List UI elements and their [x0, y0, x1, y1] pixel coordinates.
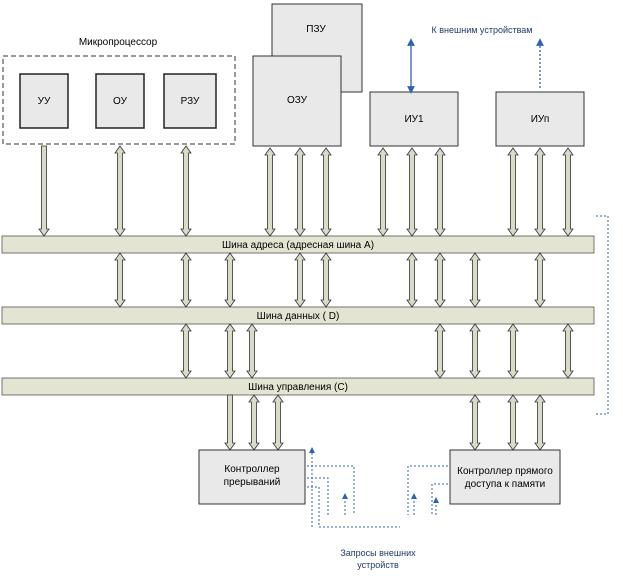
arrow-c-int-2 — [248, 394, 260, 451]
arrow-c-dma-3 — [534, 394, 546, 451]
arrow-iun-address-3 — [562, 147, 574, 237]
data-bus-label: Шина данных ( D) — [257, 311, 340, 322]
requests-line2: устройств — [357, 560, 399, 570]
bus-arrows — [38, 145, 574, 451]
arrow-d-c-4 — [434, 323, 446, 379]
interrupt-controller-line1: Контроллер — [224, 464, 280, 475]
microprocessor-title: Микропроцессор — [79, 37, 158, 48]
block-ou-label: ОУ — [113, 96, 128, 107]
block-ozu — [252, 55, 342, 147]
arrow-a-d-6 — [406, 252, 418, 308]
block-ou — [95, 73, 145, 129]
data-bus — [1, 306, 595, 325]
arrow-a-d-2 — [180, 252, 192, 308]
external-devices-note: К внешним устройствам — [432, 25, 533, 35]
arrow-a-d-1 — [114, 252, 126, 308]
arrow-uu-address — [38, 145, 50, 237]
arrow-c-int-3 — [272, 394, 284, 451]
arrow-a-d-3 — [224, 252, 236, 308]
block-uu-label: УУ — [38, 96, 51, 107]
request-lines — [307, 447, 448, 528]
interrupt-controller — [198, 449, 306, 505]
block-rzu-label: РЗУ — [181, 96, 200, 107]
arrow-ozu-address-3 — [320, 147, 332, 237]
arrow-d-c-3 — [246, 323, 258, 379]
control-bus-label: Шина управления (С) — [248, 382, 348, 393]
arrow-c-dma-2 — [507, 394, 519, 451]
dma-controller-line2: доступа к памяти — [465, 479, 545, 490]
block-uu — [19, 73, 69, 129]
block-iun-label: ИУп — [531, 114, 550, 125]
block-ozu-label: ОЗУ — [287, 95, 308, 106]
address-bus — [1, 235, 595, 254]
arrow-d-c-2 — [224, 323, 236, 379]
arrow-c-int-1 — [224, 394, 236, 451]
arrow-ozu-address-1 — [264, 147, 276, 237]
arrow-d-c-6 — [507, 323, 519, 379]
control-bus — [1, 377, 595, 396]
block-iu1-label: ИУ1 — [404, 114, 424, 125]
address-bus-label: Шина адреса (адресная шина А) — [222, 240, 374, 251]
block-rzu — [163, 73, 217, 129]
dma-controller — [449, 449, 561, 505]
arrow-a-d-5 — [320, 252, 332, 308]
block-iun — [495, 91, 585, 147]
arrow-iu1-address-1 — [377, 147, 389, 237]
arrow-d-c-1 — [180, 323, 192, 379]
arrow-a-d-4 — [294, 252, 306, 308]
requests-line1: Запросы внешних — [340, 548, 416, 558]
arrow-a-d-7 — [434, 252, 446, 308]
arrow-rzu-address — [180, 145, 192, 237]
dma-controller-line1: Контроллер прямого — [457, 466, 553, 477]
block-pzu-label: ПЗУ — [306, 24, 326, 35]
arrow-a-d-8 — [469, 252, 481, 308]
arrow-iu1-address-3 — [434, 147, 446, 237]
arrow-ou-address — [114, 145, 126, 237]
arrow-a-d-9 — [534, 252, 546, 308]
interrupt-controller-line2: прерываний — [224, 477, 281, 488]
block-iu1 — [369, 91, 459, 147]
bus-bracket — [596, 215, 609, 415]
arrow-c-dma-1 — [469, 394, 481, 451]
arrow-d-c-7 — [562, 323, 574, 379]
arrow-ozu-address-2 — [294, 147, 306, 237]
arrow-iun-address-2 — [534, 147, 546, 237]
arrow-iu1-address-2 — [406, 147, 418, 237]
arrow-iun-address-1 — [507, 147, 519, 237]
arrow-d-c-5 — [469, 323, 481, 379]
microprocessor-frame — [2, 55, 236, 145]
